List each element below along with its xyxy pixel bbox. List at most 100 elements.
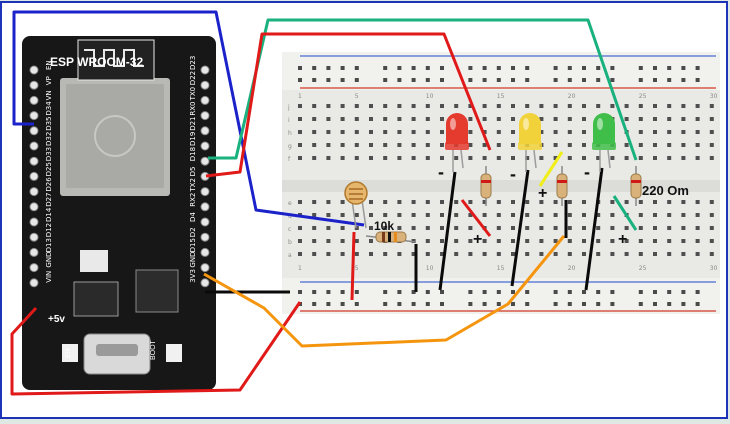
- en-button-label: EN: [65, 348, 72, 358]
- terminal-hole: [340, 104, 345, 108]
- rail-hole: [610, 66, 615, 70]
- terminal-hole: [695, 143, 700, 147]
- ldr-leg-1: [351, 199, 357, 229]
- rail-hole: [383, 78, 388, 82]
- rail-hole: [496, 302, 501, 306]
- terminal-hole: [354, 117, 359, 121]
- rail-hole: [354, 302, 359, 306]
- terminal-hole: [496, 252, 501, 256]
- terminal-hole: [411, 213, 416, 217]
- led-leg: [460, 149, 464, 169]
- rail-hole: [397, 290, 402, 294]
- terminal-hole: [496, 143, 501, 147]
- leds: [445, 113, 616, 172]
- terminal-hole: [440, 156, 444, 160]
- rail-hole: [440, 78, 444, 82]
- terminal-hole: [340, 239, 345, 243]
- rail-hole: [638, 290, 643, 294]
- pin-label: D34: [45, 101, 53, 116]
- terminal-hole: [567, 239, 572, 243]
- rail-hole: [667, 290, 672, 294]
- terminal-hole: [653, 143, 657, 147]
- rail-hole: [567, 302, 572, 306]
- terminal-hole: [326, 117, 331, 121]
- resistor-10k-label: 10k: [374, 219, 394, 233]
- terminal-hole: [709, 226, 714, 230]
- terminal-hole: [340, 252, 345, 256]
- terminal-hole: [610, 104, 615, 108]
- terminal-hole: [468, 130, 473, 134]
- terminal-hole: [681, 130, 686, 134]
- terminal-hole: [354, 156, 359, 160]
- terminal-hole: [695, 226, 700, 230]
- pin-label: VP: [45, 76, 53, 85]
- terminal-hole: [553, 130, 558, 134]
- terminal-hole: [440, 239, 444, 243]
- terminal-hole: [425, 213, 430, 217]
- rail-hole: [482, 290, 487, 294]
- terminal-hole: [411, 226, 416, 230]
- blue-wire: [12, 10, 365, 227]
- rail-hole: [553, 302, 558, 306]
- center-channel: [282, 180, 720, 192]
- led-dome: [593, 113, 615, 144]
- terminal-hole: [511, 239, 515, 243]
- terminal-hole: [582, 117, 586, 121]
- terminal-hole: [525, 104, 530, 108]
- column-number: 5: [355, 93, 359, 100]
- header-pin: [200, 65, 210, 75]
- terminal-hole: [468, 104, 473, 108]
- pin-label: D13: [45, 238, 53, 252]
- ams-chip: [80, 250, 108, 272]
- terminal-hole: [298, 252, 302, 256]
- led-resistor-yellow-body: [556, 173, 568, 199]
- rail-hole: [610, 78, 615, 82]
- rail-hole: [298, 290, 302, 294]
- terminal-hole: [454, 200, 459, 204]
- column-number: 15: [497, 93, 505, 100]
- header-pin: [29, 187, 39, 197]
- terminal-hole: [440, 213, 444, 217]
- terminal-hole: [454, 213, 459, 217]
- terminal-hole: [596, 104, 601, 108]
- column-number: 1: [298, 265, 302, 272]
- terminal-hole: [582, 252, 586, 256]
- terminal-hole: [369, 200, 373, 204]
- pin-label: D5: [189, 167, 197, 177]
- minus-sign-red-led: -: [438, 162, 444, 182]
- rail-hole: [582, 78, 586, 82]
- terminal-hole: [440, 130, 444, 134]
- rail-hole: [553, 66, 558, 70]
- voltage-regulator: [73, 281, 119, 317]
- rail-hole: [567, 66, 572, 70]
- header-pin: [29, 217, 39, 227]
- terminal-hole: [425, 104, 430, 108]
- terminal-hole: [511, 130, 515, 134]
- rail-hole: [326, 66, 331, 70]
- ldr-trace: [349, 188, 363, 200]
- terminal-hole: [312, 130, 317, 134]
- terminal-hole: [539, 226, 544, 230]
- terminal-hole: [482, 117, 487, 121]
- terminal-hole: [539, 213, 544, 217]
- terminal-hole: [383, 226, 388, 230]
- terminal-hole: [411, 143, 416, 147]
- terminal-hole: [553, 239, 558, 243]
- terminal-hole: [539, 200, 544, 204]
- terminal-hole: [638, 117, 643, 121]
- terminal-hole: [653, 226, 657, 230]
- usb-uart-chip: [135, 269, 179, 313]
- terminal-hole: [468, 213, 473, 217]
- terminal-hole: [610, 239, 615, 243]
- terminal-hole: [553, 104, 558, 108]
- terminal-hole: [340, 226, 345, 230]
- rail-hole: [425, 290, 430, 294]
- terminal-hole: [667, 143, 672, 147]
- header-pin: [200, 95, 210, 105]
- column-number: 10: [426, 265, 434, 272]
- rail-hole: [326, 302, 331, 306]
- terminal-hole: [312, 226, 317, 230]
- rail-hole: [695, 302, 700, 306]
- terminal-hole: [667, 117, 672, 121]
